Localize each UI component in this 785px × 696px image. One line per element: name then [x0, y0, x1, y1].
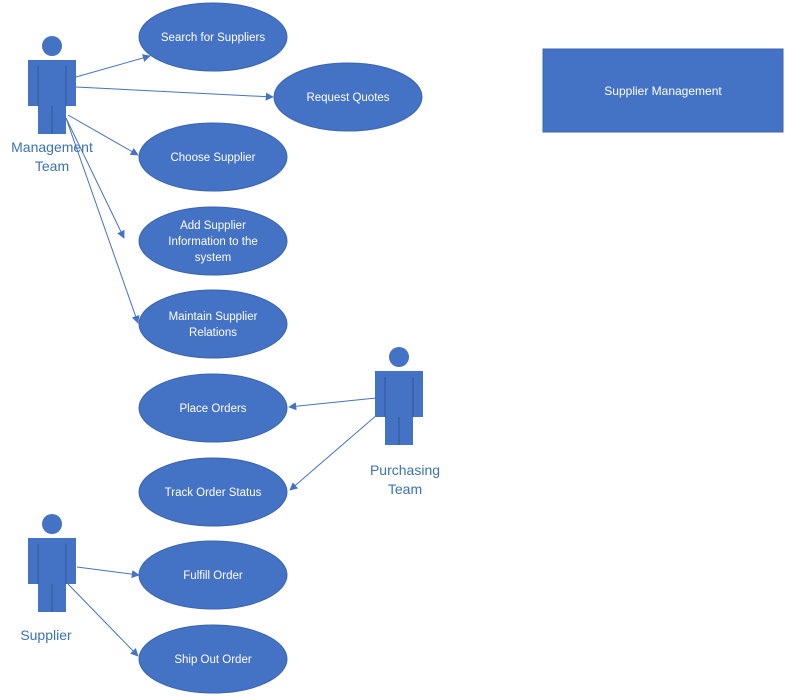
associations [65, 54, 379, 657]
use-case-label: Search for Suppliers [161, 32, 265, 44]
system-box[interactable]: Supplier Management [542, 48, 784, 133]
system-box-shape [542, 48, 784, 133]
use-case-ellipse [138, 2, 288, 72]
actor-label: Purchasing [370, 462, 440, 478]
association-management-to-maintain [65, 117, 140, 324]
association-purchasing-to-place [288, 397, 377, 411]
association-management-to-add [65, 117, 125, 239]
actor-figure-icon [375, 347, 423, 445]
actor-figure-icon [28, 514, 76, 612]
use-case-choose[interactable]: Choose Supplier [138, 122, 288, 192]
actor-label: Supplier [20, 627, 72, 643]
use-case-label: Place Orders [179, 403, 246, 415]
use-case-label: Relations [189, 327, 237, 339]
actor-label: Management [11, 139, 93, 155]
association-management-to-search [75, 54, 151, 78]
use-case-ellipse [138, 457, 288, 527]
use-case-ellipse [138, 289, 288, 359]
use-case-fulfill[interactable]: Fulfill Order [138, 540, 288, 610]
use-case-label: Request Quotes [306, 92, 389, 104]
association-management-to-choose [67, 114, 139, 156]
system-label: Supplier Management [604, 84, 722, 98]
association-management-to-quotes [75, 86, 274, 101]
actor-label: Team [35, 158, 69, 174]
use-case-ellipse [138, 122, 288, 192]
association-supplier-to-ship [67, 583, 139, 657]
use-case-ship[interactable]: Ship Out Order [138, 624, 288, 694]
use-case-place[interactable]: Place Orders [138, 373, 288, 443]
use-case-label: Fulfill Order [183, 570, 243, 582]
use-case-label: system [195, 252, 231, 264]
use-case-search[interactable]: Search for Suppliers [138, 2, 288, 72]
association-supplier-to-fulfill [76, 566, 140, 579]
use-case-ellipse [138, 373, 288, 443]
use-case-quotes[interactable]: Request Quotes [273, 62, 423, 132]
actor-label: Team [388, 481, 422, 497]
use-case-label: Maintain Supplier [169, 311, 258, 323]
use-case-ellipse [138, 206, 288, 276]
use-case-label: Choose Supplier [170, 152, 255, 164]
use-case-label: Ship Out Order [174, 654, 252, 666]
actor-supplier[interactable]: Supplier [20, 514, 76, 643]
use-case-ellipse [138, 540, 288, 610]
association-purchasing-to-track [289, 413, 379, 491]
use-case-track[interactable]: Track Order Status [138, 457, 288, 527]
use-case-label: Information to the [168, 236, 258, 248]
system-boundary-group: Supplier Management [542, 48, 784, 133]
use-case-label: Track Order Status [165, 487, 262, 499]
use-case-ellipse [138, 624, 288, 694]
use-case-ellipse [273, 62, 423, 132]
use-case-label: Add Supplier [180, 220, 246, 232]
actor-figure-icon [28, 36, 76, 134]
